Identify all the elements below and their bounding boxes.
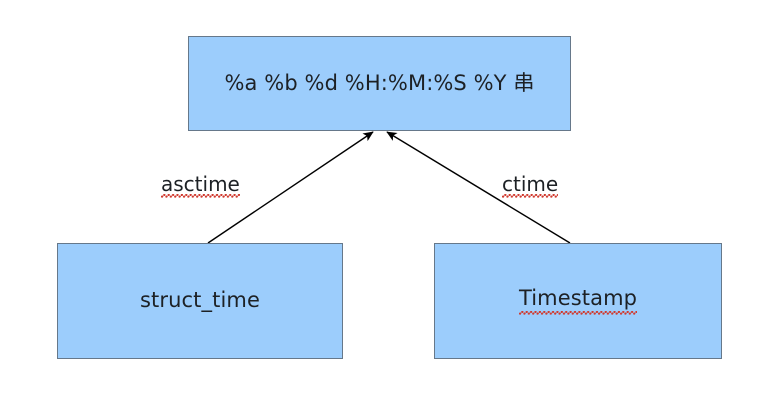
edge-label-ctime: ctime	[502, 172, 559, 198]
edge-label-ctime-text: ctime	[502, 172, 559, 196]
node-format-string-label: %a %b %d %H:%M:%S %Y 串	[224, 70, 535, 95]
node-timestamp-label: Timestamp	[518, 287, 638, 314]
node-struct-time[interactable]: struct_time	[57, 243, 343, 359]
node-timestamp[interactable]: Timestamp	[434, 243, 722, 359]
node-struct-time-label: struct_time	[140, 288, 260, 313]
node-format-string[interactable]: %a %b %d %H:%M:%S %Y 串	[188, 36, 571, 131]
edge-label-asctime: asctime	[161, 174, 240, 198]
edge-label-asctime-text: asctime	[161, 172, 240, 196]
